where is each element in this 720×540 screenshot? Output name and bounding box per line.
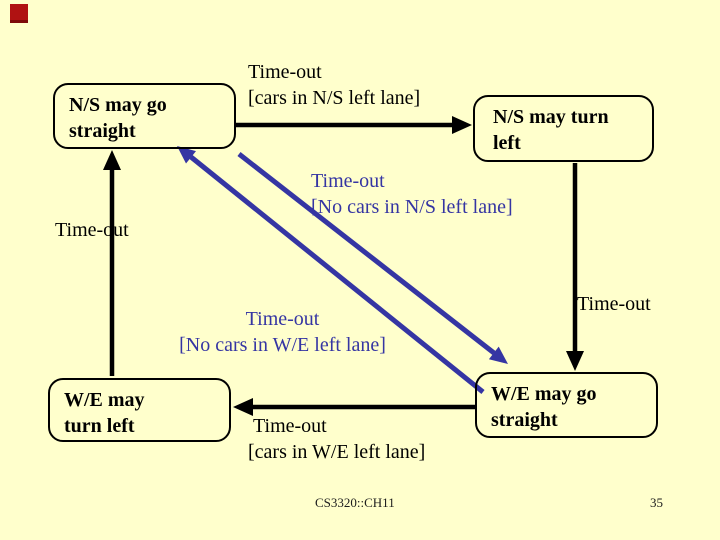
footer-course: CS3320::CH11 xyxy=(315,495,395,510)
state-we-turn-left: W/E may turn left xyxy=(48,378,231,442)
state-label-line: turn left xyxy=(64,415,135,437)
transition-label-left: Time-out xyxy=(55,219,129,241)
arrow-down-head-icon xyxy=(566,351,584,371)
arrow-right-head-icon xyxy=(452,116,472,134)
state-label-line: straight xyxy=(69,120,136,142)
state-we-go-straight: W/E may go straight xyxy=(475,372,658,438)
arrow-left-head-icon xyxy=(233,398,253,416)
state-ns-go-straight: N/S may go straight xyxy=(53,83,236,149)
transition-label-diag-ns: Time-out [No cars in N/S left lane] xyxy=(311,170,513,218)
state-label-line: left xyxy=(493,132,521,154)
state-label-line: N/S may go xyxy=(69,94,167,116)
state-label-line: W/E may xyxy=(64,389,145,411)
arrow-diag-up-head-icon xyxy=(177,146,196,164)
transition-label-bottom: Time-out [cars in W/E left lane] xyxy=(248,415,426,463)
corner-red-decoration xyxy=(10,4,28,23)
arrow-diag-ns-line xyxy=(237,152,496,355)
state-label-line: W/E may go xyxy=(491,383,597,405)
arrow-diag-down-head-icon xyxy=(488,346,508,364)
state-ns-turn-left: N/S may turn left xyxy=(473,95,654,162)
footer-page-number: 35 xyxy=(650,495,663,510)
state-label-line: straight xyxy=(491,409,558,431)
state-label-line: N/S may turn xyxy=(493,106,609,128)
arrow-up-head-icon xyxy=(103,150,121,170)
arrow-diag-we-line xyxy=(189,155,485,394)
transition-label-right: Time-out xyxy=(577,293,651,315)
transition-label-diag-we: Time-out [No cars in W/E left lane] xyxy=(179,308,386,356)
transition-label-top: Time-out [cars in N/S left lane] xyxy=(248,61,421,109)
